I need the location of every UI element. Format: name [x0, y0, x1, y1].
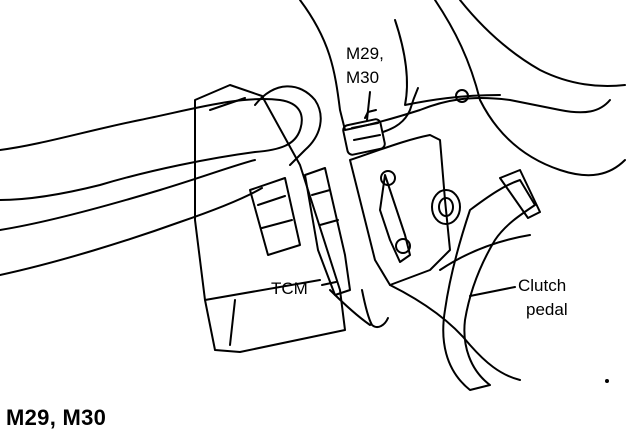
clutch-leader-line [469, 286, 516, 297]
pedal-bracket-plate [349, 134, 451, 286]
dashboard-lower-edge [394, 19, 501, 106]
lower-panel-curve [329, 289, 389, 328]
pedal-stopper-inner [438, 197, 454, 217]
dashboard-panel-outline [299, 0, 611, 131]
connector-m29-m30 [342, 118, 386, 156]
stray-mark [605, 379, 609, 383]
pedal-stopper [431, 189, 461, 225]
clutch-label-line1: Clutch [518, 276, 567, 295]
pedal-bracket-slot [379, 174, 411, 263]
tcm-label: TCM [271, 279, 308, 298]
connector-label-line2: M30 [346, 68, 380, 87]
bracket-bolt-upper [380, 170, 396, 186]
floor-panel [389, 234, 531, 381]
tcm-bracket [249, 177, 301, 256]
connector-latch [351, 109, 381, 141]
column-cover-inner [459, 0, 626, 88]
connector-harness [382, 87, 419, 133]
air-duct-lower [0, 159, 263, 276]
figure-caption: M29, M30 [6, 405, 107, 430]
tcm-mount-bracket [304, 167, 351, 296]
column-cover-top [434, 0, 626, 177]
duct-elbow [254, 85, 322, 166]
tcm-module-outline [194, 84, 346, 353]
clutch-pedal-tip [499, 169, 541, 219]
tcm-module-face [204, 97, 321, 346]
dash-bolt [455, 89, 469, 103]
clutch-label-line2: pedal [526, 300, 568, 319]
bracket-bolt-lower [395, 238, 411, 254]
connector-label-line1: M29, [346, 44, 384, 63]
air-duct-upper [0, 98, 303, 201]
connector-leader-line [366, 91, 371, 121]
clutch-pedal-arm [442, 179, 536, 391]
tcm-leader-line [321, 281, 337, 286]
